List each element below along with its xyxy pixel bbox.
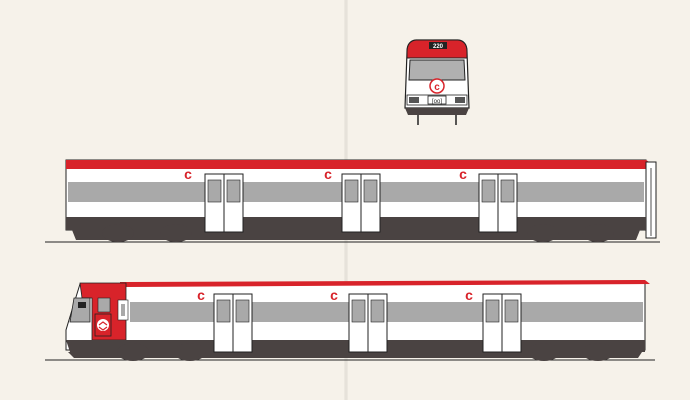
front-logo-letter: c bbox=[434, 82, 440, 93]
front-skirt bbox=[405, 108, 469, 115]
front-car-logo-icon bbox=[429, 78, 445, 94]
middle-car-logo-1: c bbox=[184, 166, 192, 182]
front-plate-text: [oo] bbox=[432, 99, 442, 105]
middle-wheel-4 bbox=[582, 224, 614, 242]
front-left-lamp bbox=[409, 97, 419, 103]
cab-wheel-3 bbox=[528, 343, 560, 361]
middle-car-door-1 bbox=[204, 173, 244, 233]
cab-car-door-2 bbox=[348, 293, 388, 353]
cab-car-bogies bbox=[117, 343, 614, 361]
renfe-cab-logo-icon bbox=[97, 319, 109, 331]
cab-handrail bbox=[121, 304, 125, 316]
cab-wheel-4 bbox=[582, 343, 614, 361]
cab-wheel-1 bbox=[117, 343, 149, 361]
cab-side-window bbox=[97, 297, 111, 313]
front-destination-display bbox=[429, 42, 447, 49]
cab-lamp bbox=[78, 302, 86, 308]
front-windscreen bbox=[408, 59, 466, 81]
cab-car-roof-stripe bbox=[120, 280, 650, 287]
middle-wheel-1 bbox=[102, 224, 134, 242]
middle-car-logo-3: c bbox=[459, 166, 467, 182]
middle-car-logo-2: c bbox=[324, 166, 332, 182]
middle-car-door-2 bbox=[341, 173, 381, 233]
middle-car: c c c bbox=[45, 159, 660, 243]
cab-car-door-1 bbox=[213, 293, 253, 353]
middle-wheel-3 bbox=[527, 224, 559, 242]
cab-car-logo-3: c bbox=[465, 287, 473, 303]
cab-car: c c c bbox=[45, 280, 655, 361]
middle-car-bogies bbox=[102, 224, 614, 242]
middle-wheel-2 bbox=[160, 224, 192, 242]
front-destination-text: 220 bbox=[433, 44, 444, 50]
cab-wheel-2 bbox=[174, 343, 206, 361]
middle-car-door-3 bbox=[478, 173, 518, 233]
middle-car-roof-stripe bbox=[66, 160, 656, 166]
cab-car-door-3 bbox=[482, 293, 522, 353]
cab-car-underframe bbox=[68, 352, 642, 358]
cab-windscreen bbox=[69, 297, 91, 323]
front-plate bbox=[427, 95, 447, 105]
front-right-lamp bbox=[455, 97, 465, 103]
cab-logo-mark bbox=[98, 321, 108, 331]
cab-car-logo-1: c bbox=[197, 287, 205, 303]
middle-car-roof-band bbox=[66, 166, 646, 169]
front-view: 220 c [oo] bbox=[404, 39, 470, 125]
cab-car-logo-2: c bbox=[330, 287, 338, 303]
